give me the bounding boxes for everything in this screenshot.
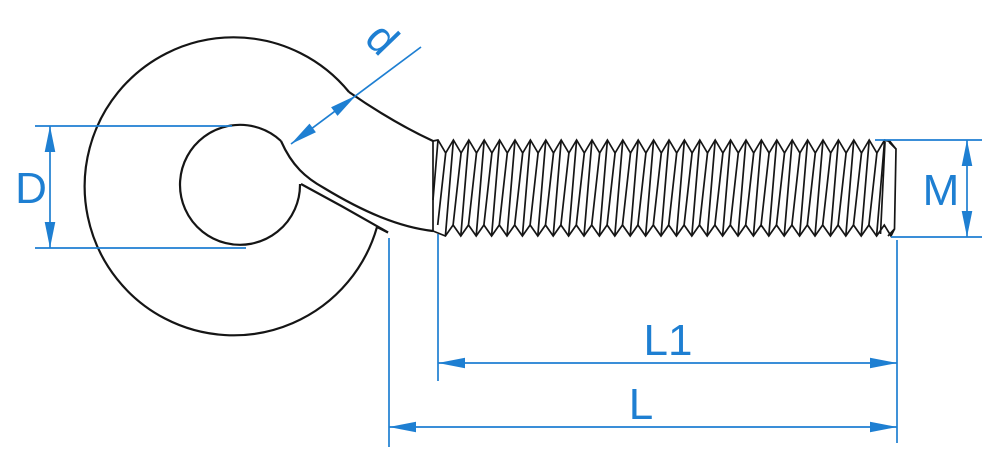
wire-end-cut-face <box>300 183 389 234</box>
thread-flanks <box>432 139 886 237</box>
extension-lines <box>437 234 897 381</box>
arrowhead-upper <box>331 95 356 116</box>
arrowhead-left <box>438 357 465 369</box>
arrowhead-up <box>961 140 973 166</box>
shank-bottom-edge <box>279 140 434 233</box>
label-wire-diameter: d <box>356 13 408 65</box>
thread-end-face <box>879 141 897 237</box>
thread-crest-top <box>432 138 897 155</box>
arrowhead-down <box>44 222 56 248</box>
arrowhead-down <box>961 211 973 237</box>
eye-inner-circle <box>178 123 302 246</box>
arrowhead-right <box>870 421 897 433</box>
dimension-eye-inner-diameter: D <box>15 125 246 249</box>
dimension-thread-length: L1 <box>437 234 897 381</box>
bolt-outline <box>83 36 897 337</box>
label-eye-inner-diameter: D <box>15 164 47 213</box>
arrowhead-up <box>44 126 56 152</box>
label-overall-length: L <box>629 380 653 429</box>
eye-outer-profile <box>83 36 389 337</box>
arrowhead-left <box>389 421 416 433</box>
label-thread-length: L1 <box>644 316 693 365</box>
arrowhead-lower <box>291 123 316 144</box>
extension-lines <box>388 238 898 447</box>
dimension-thread-diameter: M <box>875 139 982 238</box>
dimension-overall-length: L <box>388 238 898 447</box>
thread-crest-bottom <box>432 223 896 238</box>
label-thread-diameter: M <box>923 166 960 215</box>
shank-top-edge <box>348 91 434 142</box>
arrowhead-right <box>870 357 897 369</box>
extension-lines <box>35 125 246 249</box>
